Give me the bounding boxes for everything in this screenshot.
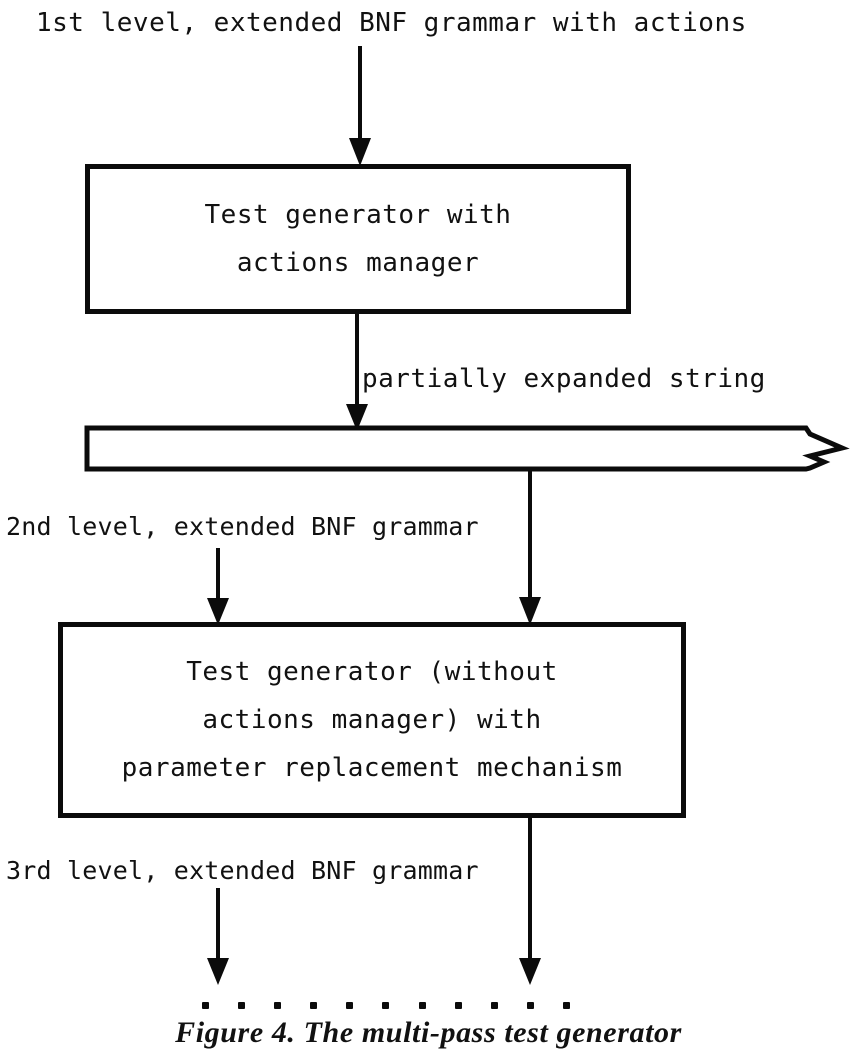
dot	[382, 1001, 390, 1009]
connector-box2-to-continuation	[512, 816, 552, 986]
dot	[238, 1001, 246, 1009]
box1-line-2: actions manager	[236, 248, 480, 278]
box2-line-3: parameter replacement mechanism	[121, 753, 623, 783]
box2-line-2: actions manager) with	[202, 705, 542, 735]
dot	[490, 1001, 498, 1009]
label-level-3: 3rd level, extended BNF grammar	[6, 856, 479, 885]
label-level-1: 1st level, extended BNF grammar with act…	[36, 8, 747, 38]
connector-box1-to-tape	[338, 312, 378, 432]
tape-partially-expanded-string[interactable]	[84, 422, 854, 476]
dot	[454, 1001, 462, 1009]
label-level-2: 2nd level, extended BNF grammar	[6, 512, 479, 541]
box1-line-1: Test generator with	[204, 200, 512, 230]
dot	[202, 1001, 209, 1009]
dot	[310, 1001, 318, 1009]
dot	[346, 1001, 354, 1009]
dot	[418, 1001, 426, 1009]
connector-grammar1-to-box1	[340, 46, 380, 168]
dot	[274, 1001, 282, 1009]
connector-tape-to-box2	[512, 468, 552, 626]
connector-grammar2-to-box2	[200, 548, 240, 626]
label-partially-expanded-string: partially expanded string	[362, 364, 766, 394]
process-box-test-generator-with-actions-manager[interactable]: Test generator with actions manager	[85, 164, 631, 314]
dot	[562, 1001, 570, 1009]
figure-caption: Figure 4. The multi-pass test generator	[175, 1016, 682, 1049]
connector-grammar3-to-continuation	[200, 888, 240, 986]
dot	[526, 1001, 534, 1009]
continuation-dots	[202, 1000, 570, 1010]
process-box-test-generator-parameter-replacement[interactable]: Test generator (without actions manager)…	[58, 622, 686, 818]
box2-line-1: Test generator (without	[186, 657, 558, 687]
